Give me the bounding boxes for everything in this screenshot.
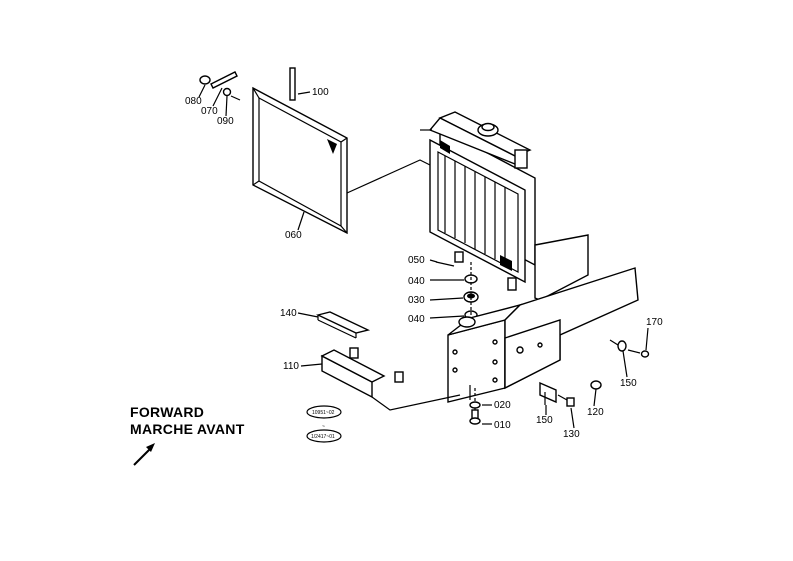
callout-150-lower: 150	[536, 415, 553, 426]
bar-140	[315, 311, 371, 339]
direction-indicator: FORWARD MARCHE AVANT	[130, 404, 245, 466]
serial-badge-separator: ~	[322, 424, 325, 430]
callout-040-upper: 040	[408, 276, 425, 287]
callout-010: 010	[494, 420, 511, 431]
callout-labels: 100 080 070 090 060 050 040 030 040 140 …	[185, 87, 663, 440]
direction-line2: MARCHE AVANT	[130, 421, 245, 437]
callout-080: 080	[185, 96, 202, 107]
radiator-screen	[252, 67, 348, 235]
bottom-bolt	[469, 388, 481, 425]
callout-130: 130	[563, 429, 580, 440]
callout-170: 170	[646, 317, 663, 328]
callout-110: 110	[283, 361, 299, 372]
callout-070: 070	[201, 106, 218, 117]
callout-150-right: 150	[620, 378, 637, 389]
direction-line1: FORWARD	[130, 404, 204, 420]
callout-090: 090	[217, 116, 234, 127]
right-hardware	[539, 339, 650, 407]
callout-120: 120	[587, 407, 604, 418]
callout-140: 140	[280, 308, 297, 319]
serial-badge-bottom: 1/2417~01	[311, 434, 335, 440]
callout-040-lower: 040	[408, 314, 425, 325]
callout-060: 060	[285, 230, 302, 241]
radiator-assembly	[420, 111, 589, 301]
callout-030: 030	[408, 295, 425, 306]
callout-050: 050	[408, 255, 425, 266]
callout-leaders	[198, 84, 649, 429]
callout-100: 100	[312, 87, 329, 98]
frame-bracket	[447, 267, 639, 403]
serial-badges: 10951~02 ~ 1/2417~01	[306, 405, 342, 443]
callout-020: 020	[494, 400, 511, 411]
fastener-group-top-left	[199, 71, 241, 101]
mount-stack	[435, 261, 479, 320]
serial-badge-top: 10951~02	[312, 410, 335, 416]
cover-plate-110	[320, 347, 461, 411]
